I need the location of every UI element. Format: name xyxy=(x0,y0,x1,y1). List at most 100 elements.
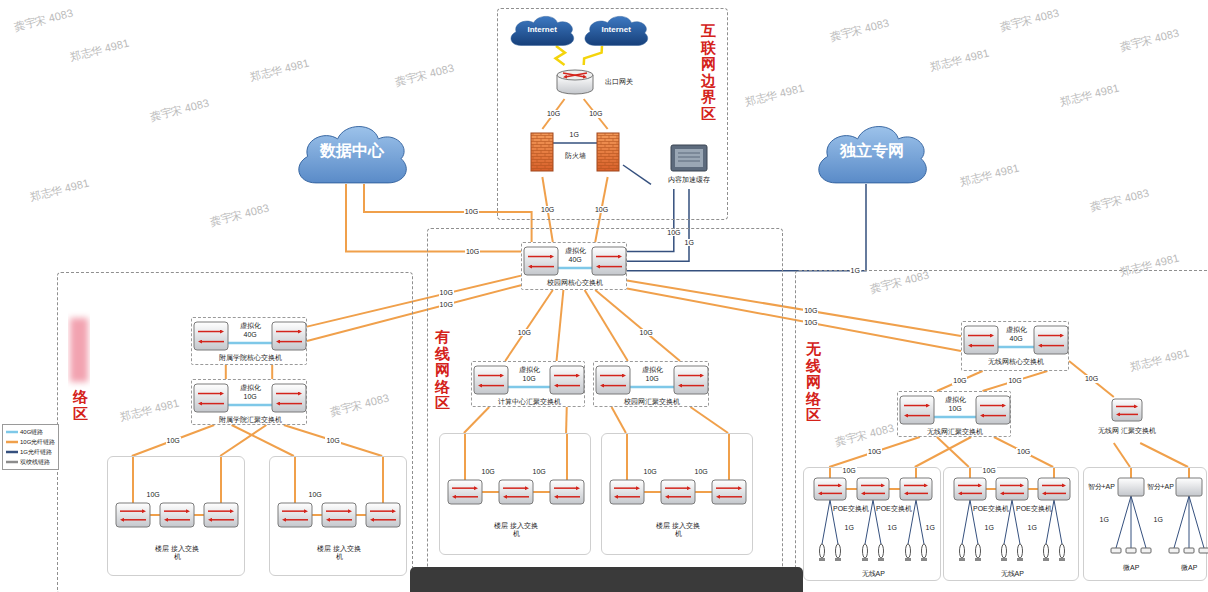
ap-antenna xyxy=(879,544,884,558)
network-link xyxy=(505,290,553,361)
switch-arrow xyxy=(166,519,190,521)
network-zone: 无线网络区虚拟化40G无线网核心交换机虚拟化10G无线网汇聚交换机无线网 汇聚交… xyxy=(795,270,1208,592)
zone-title: 有线网络区 xyxy=(435,329,450,412)
network-link xyxy=(464,407,489,433)
switch-arrow xyxy=(554,375,578,377)
switch-arrow xyxy=(906,493,928,495)
micro-ap xyxy=(1169,548,1179,553)
link-speed: 10G xyxy=(952,377,967,385)
network-link xyxy=(565,407,568,433)
switch-arrow xyxy=(503,487,527,489)
switch-arrow xyxy=(596,256,620,258)
legend-row: 40G链路 xyxy=(6,427,55,437)
uplink xyxy=(294,457,296,503)
node-art xyxy=(804,468,942,582)
watermark: 郑志华 4981 xyxy=(928,46,990,75)
switch-pair: 虚拟化40G附属学院核心交换机 xyxy=(191,317,307,365)
link-speed: 10G xyxy=(594,206,609,214)
device-label: 楼层 接入交换机 xyxy=(316,545,362,561)
ap-antenna xyxy=(836,544,841,558)
link-speed: 1G xyxy=(925,524,936,532)
network-link xyxy=(271,365,273,379)
blurred-mark xyxy=(70,318,88,382)
link-speed: 10G xyxy=(982,467,997,475)
switch-body xyxy=(160,503,194,527)
link-speed: 10G xyxy=(1084,375,1099,383)
stack-link xyxy=(998,346,1034,349)
device-label: 40G xyxy=(569,256,582,264)
legend-swatch xyxy=(6,439,18,445)
switch-body xyxy=(448,480,482,504)
legend-label: 10G光纤链路 xyxy=(20,438,55,447)
link-speed: 10G xyxy=(803,319,818,327)
device-label: 出口网关 xyxy=(605,78,633,86)
network-zone: 互联网边界区InternetInternet出口网关防火墙内容加速缓存 xyxy=(497,8,728,220)
ap-drop xyxy=(1054,500,1062,544)
device-label: POE交换机 xyxy=(973,505,1009,513)
legend-label: 双绞线链路 xyxy=(20,458,50,467)
switch-pair: 虚拟化40G无线网核心交换机 xyxy=(961,321,1069,371)
watermark: 郑志华 4981 xyxy=(28,176,90,205)
network-link xyxy=(595,290,680,361)
device-label: 附属学院汇聚交换机 xyxy=(219,416,282,424)
switch-arrow xyxy=(328,519,352,521)
wan-link xyxy=(556,46,565,65)
device-label: 楼层 接入交换机 xyxy=(154,545,200,561)
switch-arrow xyxy=(818,485,840,487)
link-speed: 10G xyxy=(1007,377,1022,385)
switch-arrow xyxy=(600,375,624,377)
switch-body xyxy=(272,384,306,412)
poe-switch-group: POE交换机POE交换机无线AP xyxy=(943,467,1079,581)
switch-arrow xyxy=(556,385,580,387)
node-art xyxy=(602,434,754,556)
uplink xyxy=(132,457,134,503)
switch-body xyxy=(1038,478,1070,500)
network-link xyxy=(225,365,227,379)
switch-body xyxy=(204,503,238,527)
switch-body xyxy=(976,396,1010,424)
device-label: 楼层 接入交换机 xyxy=(493,522,539,538)
switch-arrow xyxy=(122,519,146,521)
watermark: 龚宇宋 4083 xyxy=(12,6,74,35)
cloud-label: 独立专网 xyxy=(840,142,904,160)
device-label: 10G xyxy=(244,393,257,401)
switch-arrow xyxy=(372,519,396,521)
server-slot xyxy=(678,153,700,154)
switch-body xyxy=(499,480,533,504)
switch-arrow xyxy=(528,256,552,258)
cloud-label: Internet xyxy=(528,25,557,34)
server-slot xyxy=(678,157,700,158)
network-link xyxy=(307,285,521,341)
stack-link xyxy=(934,416,976,419)
switch-arrow xyxy=(820,493,842,495)
switch-arrow xyxy=(614,487,638,489)
device-label: 虚拟化 xyxy=(240,384,261,392)
legend-swatch xyxy=(6,429,18,435)
ap-base xyxy=(1059,558,1065,561)
network-link xyxy=(346,184,521,252)
link-speed: 10G xyxy=(464,208,479,216)
switch-body xyxy=(674,366,708,394)
switch-body xyxy=(278,503,312,527)
ap-antenna xyxy=(922,544,927,558)
watermark: 龚宇宋 4083 xyxy=(393,61,455,90)
stack-link xyxy=(558,267,592,270)
switch-body xyxy=(1034,326,1068,354)
ap-antenna xyxy=(976,544,981,558)
ap-base xyxy=(905,558,911,561)
network-link xyxy=(623,165,651,184)
aggregation-switch: 无线网 汇聚交换机 xyxy=(1094,397,1160,443)
switch-arrow xyxy=(120,510,144,512)
network-cloud: 独立专网 xyxy=(812,118,932,184)
switch-arrow xyxy=(718,496,742,498)
device-label: 无线AP xyxy=(862,570,885,578)
network-link xyxy=(937,371,983,391)
switch-arrow xyxy=(326,510,350,512)
network-link xyxy=(584,99,608,129)
device-label: 内容加速缓存 xyxy=(668,176,710,184)
switch-arrow xyxy=(968,335,992,337)
switch-arrow xyxy=(282,510,306,512)
switch-arrow xyxy=(980,405,1004,407)
